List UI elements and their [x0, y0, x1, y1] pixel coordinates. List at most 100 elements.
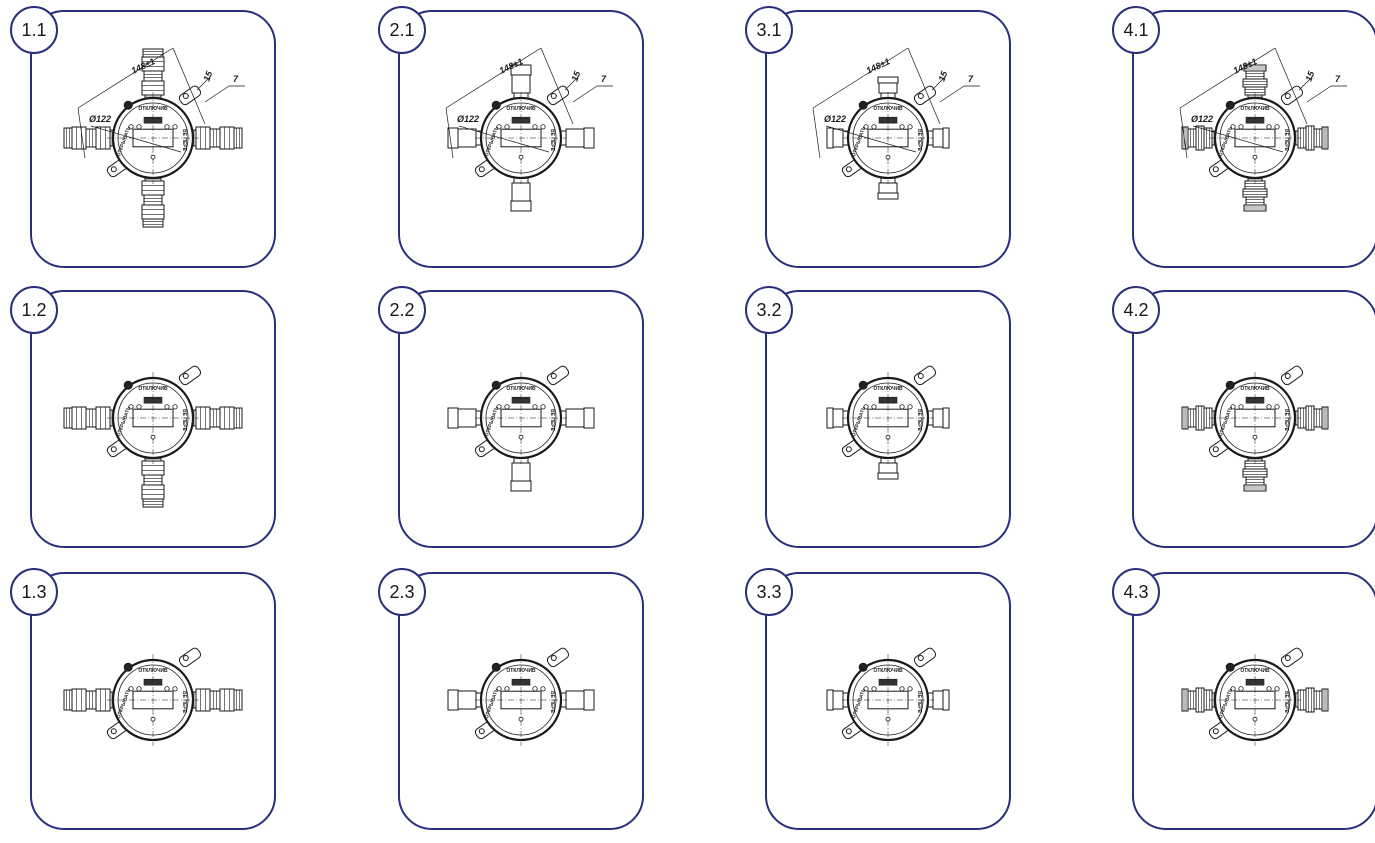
- screw: [532, 124, 538, 130]
- mounting-lugs: [106, 647, 202, 740]
- variant-label: 2.3: [378, 568, 426, 616]
- screw: [871, 686, 877, 692]
- marking-top: ОТКЛЮЧИВ: [506, 386, 536, 392]
- marking-right: ВЕ ПЕРЕ: [181, 409, 187, 432]
- screw: [1274, 404, 1280, 410]
- centerlines: [107, 654, 199, 746]
- centerlines: [842, 654, 934, 746]
- marking-top: ОТКЛЮЧИВ: [1240, 386, 1270, 392]
- dim-15: 15: [1303, 69, 1316, 83]
- earth-screw: [858, 100, 868, 110]
- variant-label: 1.2: [10, 286, 58, 334]
- screw: [863, 404, 869, 410]
- screw: [172, 124, 178, 130]
- variant-label: 4.1: [1112, 6, 1160, 54]
- earth-screw: [858, 662, 868, 672]
- screw: [172, 686, 178, 692]
- marking-right: ВЕ ПЕРЕ: [916, 129, 922, 152]
- screw: [899, 404, 905, 410]
- dim-length: 148±1: [865, 56, 892, 76]
- screw: [532, 404, 538, 410]
- dim-7: 7: [1335, 74, 1341, 84]
- screw: [164, 124, 170, 130]
- earth-screw: [123, 380, 133, 390]
- cable-gland-bottom: [510, 174, 532, 212]
- cable-gland-top: [510, 64, 532, 102]
- marking-right: ВЕ ПЕРЕ: [549, 691, 555, 714]
- marking-top: ОТКЛЮЧИВ: [1240, 106, 1270, 112]
- dimension-lines: [77, 47, 245, 159]
- marking-top: ОТКЛЮЧИВ: [506, 106, 536, 112]
- earth-screw: [491, 380, 501, 390]
- centerlines: [475, 92, 567, 184]
- screw: [899, 686, 905, 692]
- cable-gland-left: [1181, 125, 1219, 151]
- variant-label: 4.2: [1112, 286, 1160, 334]
- screw: [871, 404, 877, 410]
- dim-diameter: Ø122: [89, 114, 111, 124]
- earth-screw: [1225, 380, 1235, 390]
- screw: [1238, 404, 1244, 410]
- marking-right: ВЕ ПЕРЕ: [916, 691, 922, 714]
- marking-right: ВЕ ПЕРЕ: [1283, 691, 1289, 714]
- marking-top: ОТКЛЮЧИВ: [138, 668, 168, 674]
- cable-gland-top: [1242, 64, 1268, 102]
- screw: [907, 404, 913, 410]
- screw: [496, 404, 502, 410]
- dimension-lines: [812, 47, 980, 159]
- screw: [128, 404, 134, 410]
- variant-label: 2.1: [378, 6, 426, 54]
- screw: [496, 124, 502, 130]
- marking-top: ОТКЛЮЧИВ: [138, 386, 168, 392]
- marking-right: ВЕ ПЕРЕ: [1283, 129, 1289, 152]
- screw: [504, 124, 510, 130]
- screw: [128, 124, 134, 130]
- screw: [1274, 124, 1280, 130]
- screw: [136, 124, 142, 130]
- centerlines: [1209, 92, 1301, 184]
- screw: [504, 686, 510, 692]
- earth-screw: [858, 380, 868, 390]
- marking-right: ВЕ ПЕРЕ: [181, 129, 187, 152]
- dim-7: 7: [233, 74, 239, 84]
- marking-top: ОТКЛЮЧИВ: [506, 668, 536, 674]
- cable-gland-left: [447, 689, 485, 711]
- screw: [128, 686, 134, 692]
- variant-label: 2.2: [378, 286, 426, 334]
- centerlines: [107, 372, 199, 464]
- centerlines: [475, 372, 567, 464]
- screw: [164, 686, 170, 692]
- screw: [1238, 686, 1244, 692]
- marking-top: ОТКЛЮЧИВ: [138, 106, 168, 112]
- marking-top: ОТКЛЮЧИВ: [873, 106, 903, 112]
- screw: [907, 686, 913, 692]
- dim-diameter: Ø122: [457, 114, 479, 124]
- variant-label: 3.2: [745, 286, 793, 334]
- centerlines: [842, 92, 934, 184]
- marking-top: ОТКЛЮЧИВ: [873, 668, 903, 674]
